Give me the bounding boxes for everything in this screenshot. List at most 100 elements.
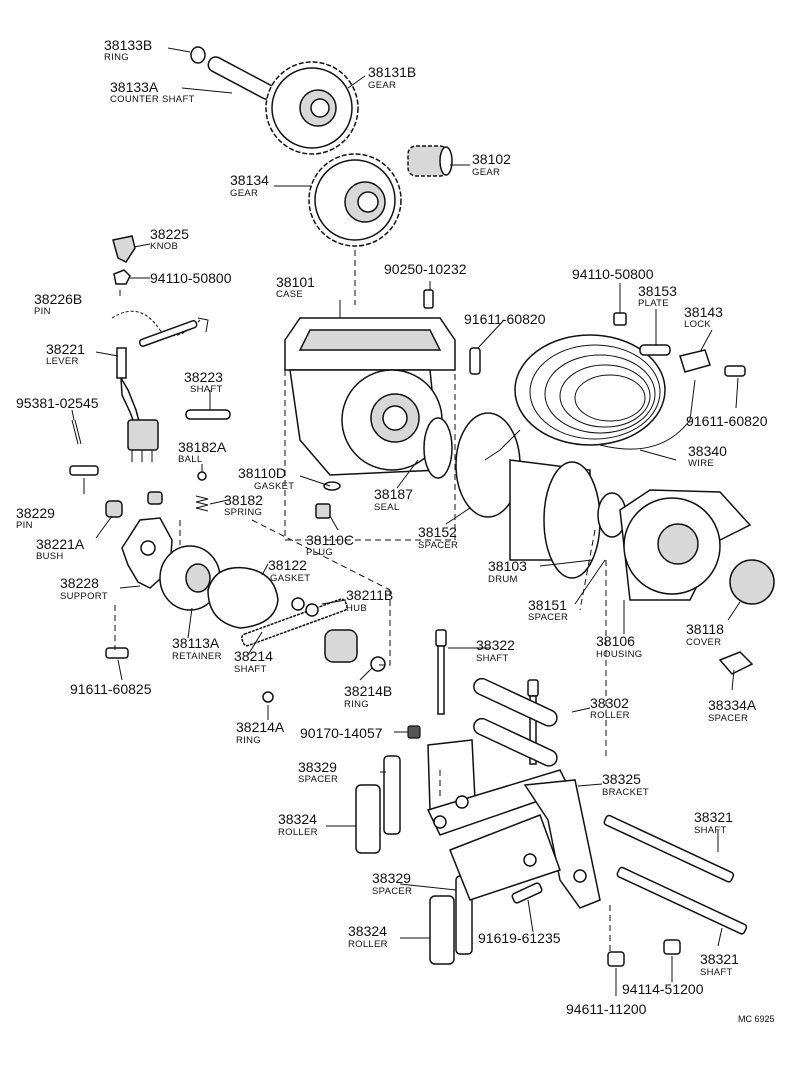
wire-coil-drawing [484,334,696,461]
part-label-38110c: PLUG [306,547,333,558]
gasket-38122-drawing [207,566,279,629]
hub-drawing [291,597,358,663]
part-label-38182a: BALL [178,454,202,465]
part-label-38211b: HUB [346,603,367,614]
part-number-38110d: 38110D [238,465,286,481]
rollers-38302-drawing [473,677,558,767]
spring-drawing [195,495,209,512]
part-number-38103: 38103 [488,558,527,574]
part-number-38102: 38102 [472,151,511,167]
part-number-94110-50800-right: 94110-50800 [572,266,654,282]
part-number-38221a: 38221A [36,536,85,552]
cotter-pin-drawing [71,419,82,445]
part-number-38153: 38153 [638,283,677,299]
part-label-38101: CASE [276,289,303,300]
lock-drawing [679,349,711,373]
part-number-38118: 38118 [686,621,724,637]
callout-labels: 38133B RING 38133A COUNTER SHAFT 38131B … [16,37,775,1024]
part-number-94114-51200: 94114-51200 [622,981,704,997]
leader-lines [71,47,741,996]
part-label-38131b: GEAR [368,80,396,91]
part-label-38214b: RING [344,699,369,710]
part-number-38214b: 38214B [344,683,392,699]
part-label-38221: LEVER [46,356,79,367]
shaft-38321-lower-drawing [616,866,748,935]
part-label-38322: SHAFT [476,653,509,664]
bush-drawing [105,500,123,518]
part-label-38329-lower: SPACER [372,886,412,897]
roller-38324-upper-drawing [355,784,381,854]
part-number-38143: 38143 [684,304,723,320]
pin-38229-drawing [69,465,99,476]
part-number-38134: 38134 [230,172,269,188]
part-number-38151: 38151 [528,597,567,613]
part-label-38102: GEAR [472,167,500,178]
roller-38324-lower-drawing [429,895,455,965]
nut-94611-drawing [607,951,625,967]
nut-left-drawing [113,269,131,285]
pin-chain-drawing [111,310,209,347]
part-number-38223: 38223 [184,369,223,385]
pin-90250-drawing [423,289,434,309]
seal-38187-drawing [423,417,453,479]
part-number-38214: 38214 [234,648,273,664]
part-number-38302: 38302 [590,695,629,711]
part-number-38106: 38106 [596,633,635,649]
part-label-38151: SPACER [528,612,568,623]
part-number-38322: 38322 [476,637,515,653]
part-number-38221: 38221 [46,341,85,357]
plate-drawing [639,344,671,356]
part-label-38118: COVER [686,637,721,648]
part-label-38214a: RING [236,735,261,746]
part-label-38110d: GASKET [254,481,294,492]
nut-94114-drawing [663,939,681,955]
bolt-91611-60820-center-drawing [469,347,481,375]
gear-38102-drawing [407,145,453,177]
part-number-38101: 38101 [276,274,315,290]
ring-38133b-drawing [190,46,206,64]
part-label-38325: BRACKET [602,787,649,798]
ring-38214b-drawing [370,656,386,672]
spacer-38329-upper-drawing [383,755,401,835]
part-number-38228: 38228 [60,575,99,591]
case-flange-drawing [341,369,443,471]
bolt-91611-60825-drawing [105,647,129,659]
lever-drawing [116,347,159,462]
part-number-38182a: 38182A [178,439,227,455]
part-label-38103: DRUM [488,574,518,585]
part-number-38122: 38122 [268,557,307,573]
part-label-38182: SPRING [224,507,262,518]
part-number-38329-lower: 38329 [372,870,411,886]
part-label-38106: HOUSING [596,649,642,660]
part-label-38152: SPACER [418,540,458,551]
gear-38134-drawing [308,153,402,247]
counter-shaft-drawing [207,56,275,100]
part-number-38211b: 38211B [346,587,393,603]
part-label-38324-lower: ROLLER [348,939,388,950]
part-label-38321-lower: SHAFT [700,967,733,978]
part-number-38324-upper: 38324 [278,811,317,827]
small-bush-drawing [147,491,163,505]
housing-drawing [619,489,752,601]
part-label-38321-upper: SHAFT [694,825,727,836]
retainer-drawing [159,545,221,611]
nut-94110-right-drawing [613,312,627,326]
gear-38131b-drawing [265,61,359,155]
part-label-38187: SEAL [374,502,400,513]
part-label-38229: PIN [16,520,33,531]
shaft-38322-drawing [435,629,539,765]
part-number-38340: 38340 [688,443,727,459]
part-number-38214a: 38214A [236,719,285,735]
part-label-38122: GASKET [270,573,310,584]
part-number-91611-60820-center: 91611-60820 [464,311,546,327]
part-number-38225: 38225 [150,226,189,242]
part-number-38131b: 38131B [368,64,416,80]
part-number-90250-10232: 90250-10232 [384,261,467,277]
part-number-38113a: 38113A [172,635,220,651]
part-number-38329-upper: 38329 [298,759,337,775]
drum-drawing [509,459,627,579]
part-number-38334a: 38334A [708,697,757,713]
shaft-38321-upper-drawing [603,814,735,883]
part-label-38334a: SPACER [708,713,748,724]
